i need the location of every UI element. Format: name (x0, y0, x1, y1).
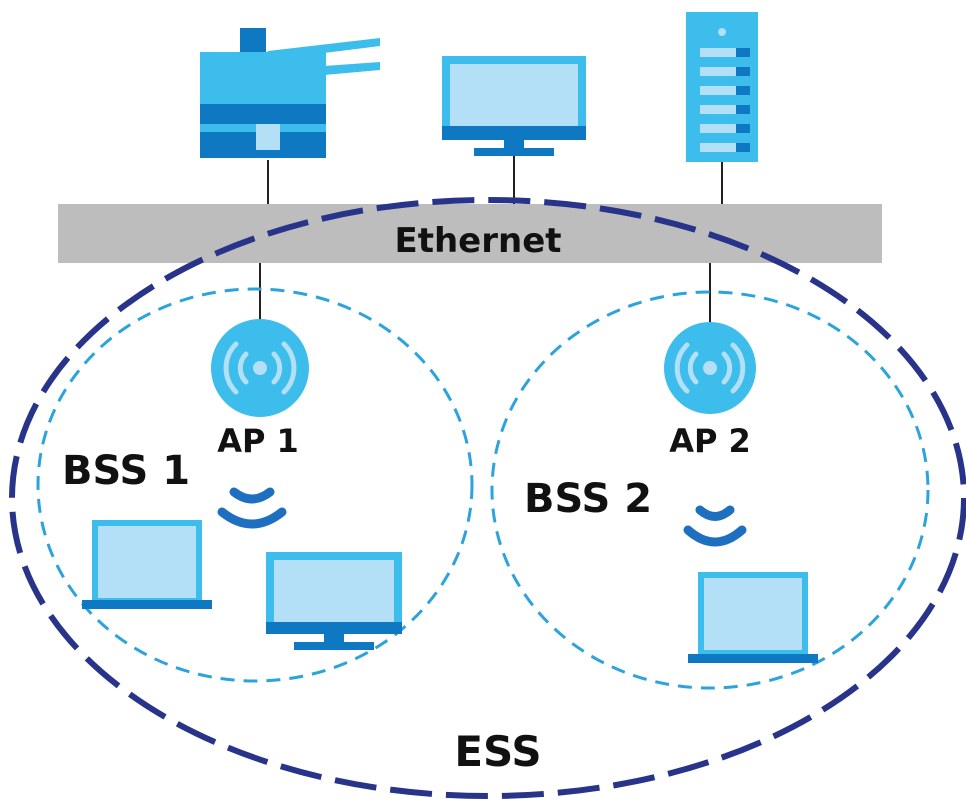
ap2-label: AP 2 (669, 422, 751, 460)
monitor-icon (266, 552, 402, 650)
ess-label: ESS (454, 727, 541, 776)
laptop-icon (688, 572, 818, 663)
laptop-icon (82, 520, 212, 609)
wifi-signal-icon (683, 505, 747, 547)
ethernet-label: Ethernet (394, 221, 561, 261)
bss1-label: BSS 1 (62, 448, 190, 494)
access-point-icon (211, 319, 309, 417)
monitor-icon (442, 56, 586, 156)
ess-boundary (9, 197, 966, 799)
printer-icon (200, 28, 380, 158)
wifi-signal-icon (217, 487, 287, 529)
ethernet-bar (58, 204, 882, 263)
ap1-label: AP 1 (217, 422, 299, 460)
bss1-boundary (36, 287, 474, 683)
server-icon (686, 12, 758, 162)
access-point-icon (664, 322, 756, 414)
bss2-label: BSS 2 (524, 476, 652, 522)
bss2-boundary (490, 290, 930, 690)
